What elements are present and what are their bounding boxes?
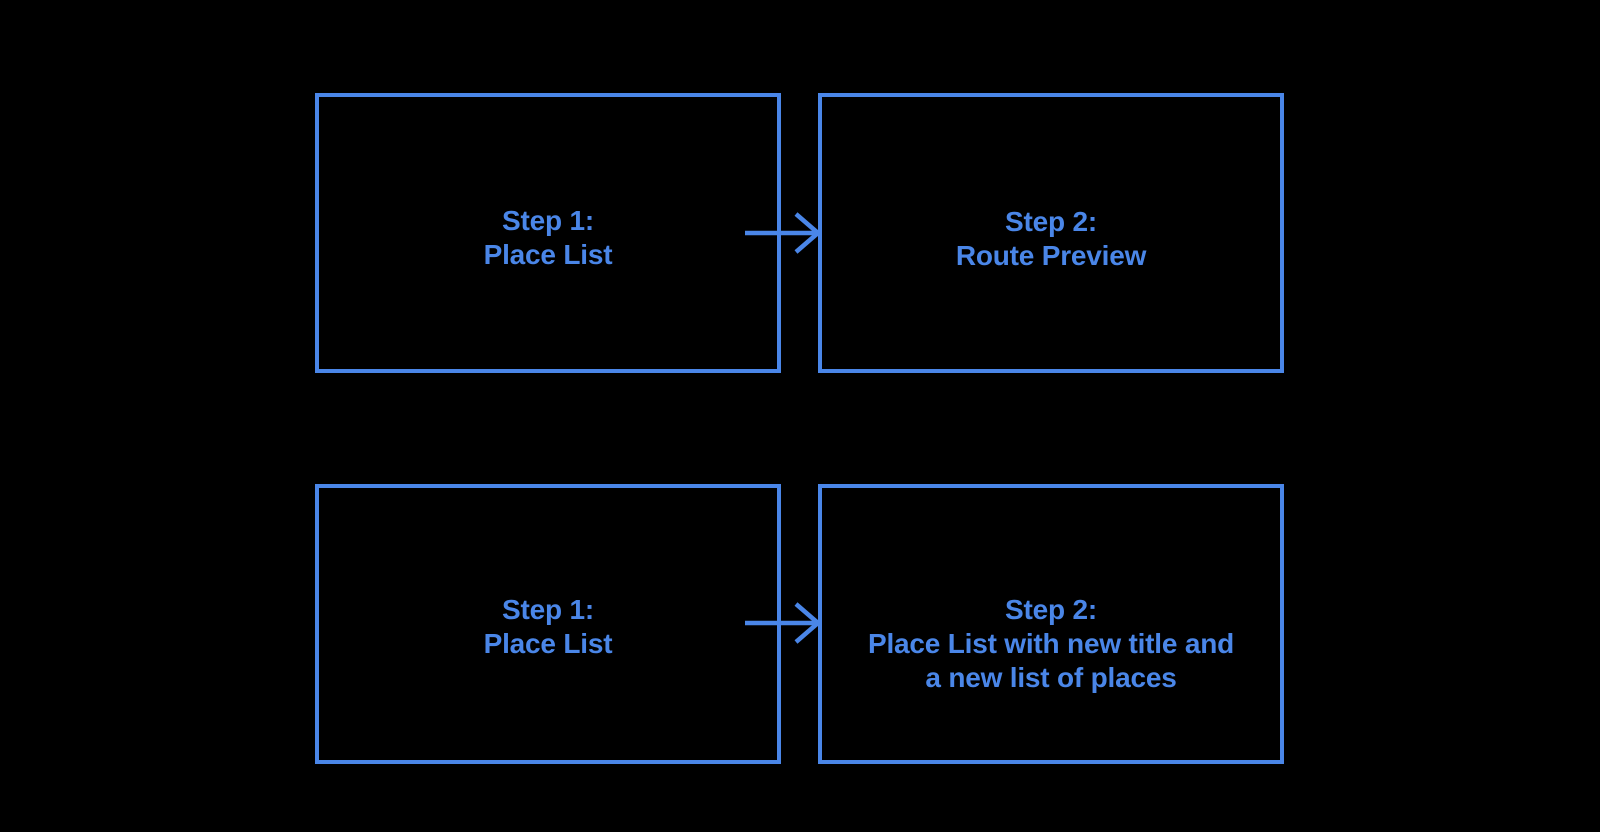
flow-box-label-line: Step 2:	[1005, 206, 1097, 237]
flow-box-label-line: Place List	[483, 628, 613, 659]
flow-box-label: Step 1: Place List	[484, 204, 613, 272]
flow-box-label-line: Route Preview	[955, 240, 1147, 271]
flow-box-step1-place-list-row1: Step 1: Place List	[315, 93, 781, 373]
flow-box-step2-route-preview: Step 2: Route Preview	[818, 93, 1284, 373]
flow-box-label-line: Place List	[483, 239, 613, 270]
flow-box-step1-place-list-row2: Step 1: Place List	[315, 484, 781, 764]
flow-box-label-line: Step 1:	[502, 594, 594, 625]
flow-box-label-line: Place List with new title and	[867, 628, 1235, 659]
flow-box-label-line: Step 1:	[502, 205, 594, 236]
flow-box-label-line: Step 2:	[1005, 594, 1097, 625]
flow-box-step2-new-place-list: Step 2: Place List with new title and a …	[818, 484, 1284, 764]
flow-box-label-line: a new list of places	[925, 662, 1177, 693]
flow-box-label: Step 1: Place List	[484, 593, 613, 661]
flow-box-label: Step 2: Place List with new title and a …	[868, 593, 1234, 695]
flow-box-label: Step 2: Route Preview	[955, 205, 1147, 273]
